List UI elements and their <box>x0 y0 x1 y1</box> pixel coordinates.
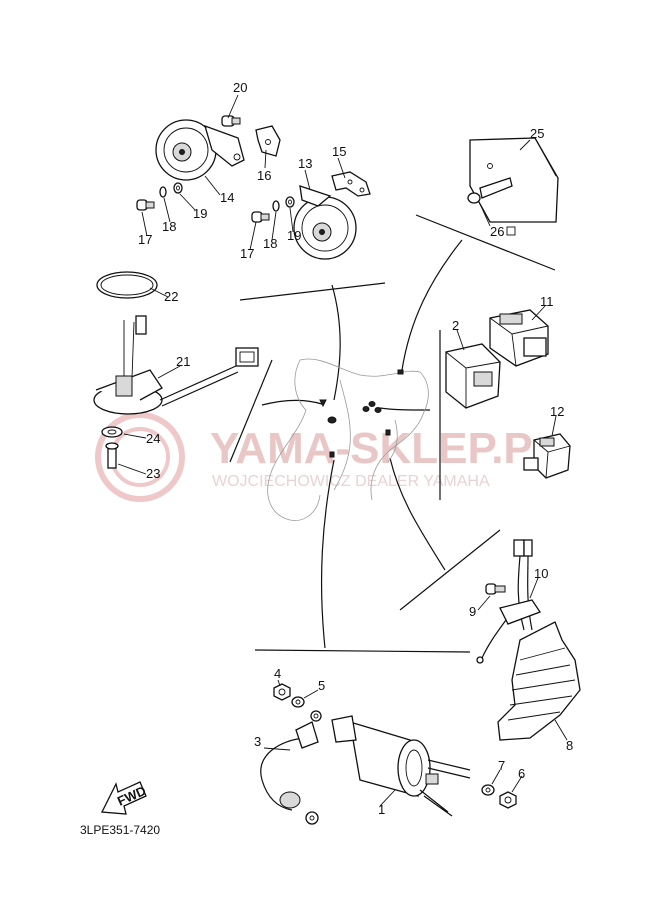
watermark-title: YAMA-SKLEP.P <box>210 424 533 473</box>
washer-7 <box>481 784 495 796</box>
callout-26-marker <box>506 226 516 236</box>
washer-19b <box>285 196 295 208</box>
starter-relay-1 <box>331 715 471 817</box>
horn-14 <box>155 119 245 181</box>
section-brackets <box>229 214 556 653</box>
callout-labels: 20 16 14 19 18 17 13 15 19 18 17 25 26 2… <box>138 80 573 817</box>
callout-18b: 18 <box>263 236 277 251</box>
callout-15: 15 <box>332 144 346 159</box>
washer-18a <box>159 186 167 198</box>
callout-6: 6 <box>518 766 525 781</box>
gasket-22 <box>96 271 158 299</box>
callout-18a: 18 <box>162 219 176 234</box>
washer-5 <box>291 696 305 708</box>
bolt-20 <box>221 115 241 127</box>
sender-unit-21 <box>93 315 259 415</box>
horn-13 <box>293 185 357 260</box>
screw-26 <box>467 177 513 204</box>
callout-19a: 19 <box>193 206 207 221</box>
callout-9: 9 <box>469 604 476 619</box>
callout-8: 8 <box>566 738 573 753</box>
callout-5: 5 <box>318 678 325 693</box>
cover-8 <box>497 621 581 741</box>
frame-mount-points <box>319 369 404 458</box>
callout-24: 24 <box>146 431 160 446</box>
callout-14: 14 <box>220 190 234 205</box>
washer-18b <box>272 200 280 212</box>
nut-6 <box>499 791 517 809</box>
washer-24 <box>101 426 123 438</box>
bolt-17b <box>251 211 270 223</box>
callout-23: 23 <box>146 466 160 481</box>
callout-3: 3 <box>254 734 261 749</box>
callout-22: 22 <box>164 289 178 304</box>
relay-12 <box>523 433 571 479</box>
callout-1: 1 <box>378 802 385 817</box>
callout-25: 25 <box>530 126 544 141</box>
diagram-code: 3LPE351-7420 <box>80 823 160 837</box>
callout-12: 12 <box>550 404 564 419</box>
washer-19a <box>173 182 183 194</box>
unit-25 <box>469 137 559 223</box>
leader-lines <box>261 239 463 649</box>
callout-11: 11 <box>540 294 554 309</box>
callout-26: 26 <box>490 224 504 239</box>
callout-17a: 17 <box>138 232 152 247</box>
fwd-label: FWD <box>115 783 148 809</box>
wire-harness-10 <box>476 539 541 664</box>
nut-4 <box>273 683 291 701</box>
callout-leaders <box>117 94 568 807</box>
callout-16: 16 <box>257 168 271 183</box>
relay-11 <box>489 309 549 367</box>
callout-13: 13 <box>298 156 312 171</box>
bracket-16 <box>255 125 281 157</box>
callout-4: 4 <box>274 666 281 681</box>
callout-7: 7 <box>498 758 505 773</box>
callout-10: 10 <box>534 566 548 581</box>
bracket-15 <box>331 171 371 197</box>
cable-3 <box>260 710 322 825</box>
callout-17b: 17 <box>240 246 254 261</box>
bolt-17a <box>136 199 155 211</box>
callout-20: 20 <box>233 80 247 95</box>
watermark: YAMA-SKLEP.P WOJCIECHOWICZ DEALER YAMAHA <box>95 412 533 502</box>
callout-19b: 19 <box>287 228 301 243</box>
screw-9 <box>485 583 506 595</box>
callout-21: 21 <box>176 354 190 369</box>
bolt-23 <box>105 442 119 469</box>
watermark-subtitle: WOJCIECHOWICZ DEALER YAMAHA <box>212 473 490 490</box>
fwd-arrow: FWD <box>100 781 148 815</box>
relay-2 <box>445 343 501 409</box>
frame-outline <box>267 358 429 521</box>
callout-2: 2 <box>452 318 459 333</box>
